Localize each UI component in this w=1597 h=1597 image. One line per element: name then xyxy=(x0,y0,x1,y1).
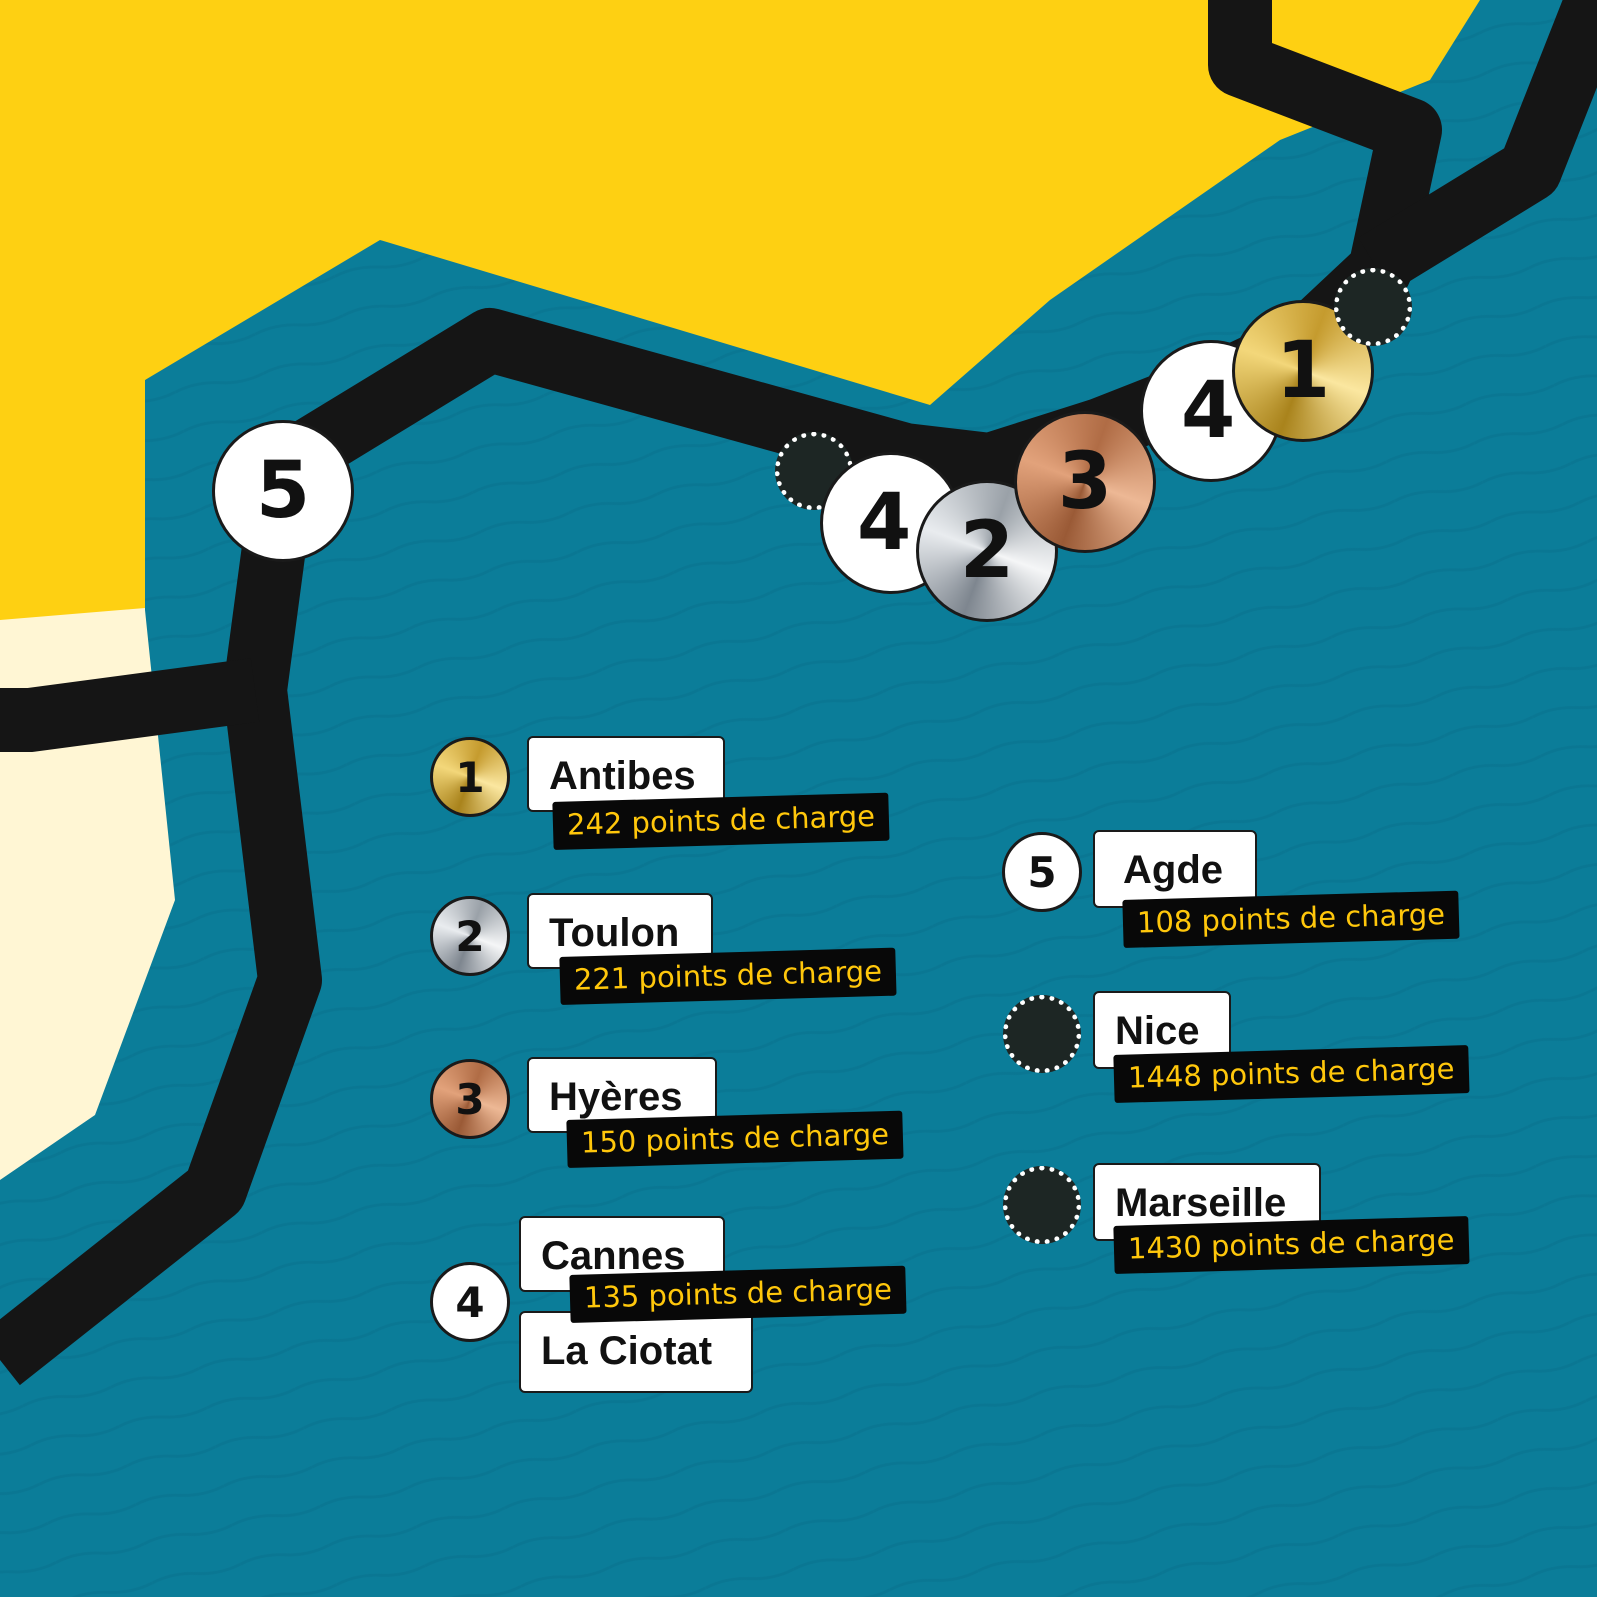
badge-rank: 5 xyxy=(1027,847,1057,897)
marker-rank: 1 xyxy=(1275,326,1331,416)
badge-rank: 2 xyxy=(455,911,485,961)
charge-count: 108 points de charge xyxy=(1122,890,1460,948)
map-marker-nice[interactable] xyxy=(1334,268,1412,346)
charge-count: 135 points de charge xyxy=(569,1265,907,1323)
badge-rank: 1 xyxy=(455,752,485,802)
marker-rank: 5 xyxy=(255,446,311,536)
legend-badge-dark xyxy=(1003,995,1081,1073)
legend-badge-silver: 2 xyxy=(430,896,510,976)
legend-badge-gold: 1 xyxy=(430,737,510,817)
marker-rank: 2 xyxy=(959,506,1015,596)
map-marker-hyeres[interactable]: 3 xyxy=(1014,411,1156,553)
legend-badge-bronze: 3 xyxy=(430,1059,510,1139)
marker-rank: 4 xyxy=(1181,366,1236,456)
charge-count: 242 points de charge xyxy=(552,792,890,850)
map-marker-agde[interactable]: 5 xyxy=(212,420,354,562)
badge-rank: 3 xyxy=(455,1074,485,1124)
legend-badge-white: 4 xyxy=(430,1262,510,1342)
border-line-main xyxy=(0,0,1442,1386)
charge-count: 150 points de charge xyxy=(566,1110,904,1168)
charge-count: 1430 points de charge xyxy=(1113,1216,1470,1274)
marker-rank: 4 xyxy=(857,478,912,568)
city-label: Agde xyxy=(1093,830,1257,908)
city-label-la-ciotat: La Ciotat xyxy=(519,1311,753,1393)
border-line-east xyxy=(1358,0,1597,293)
border-line-west xyxy=(0,658,260,752)
land-region-yellow xyxy=(0,0,1480,620)
legend-badge-dark xyxy=(1003,1166,1081,1244)
charge-count: 1448 points de charge xyxy=(1113,1045,1470,1103)
badge-rank: 4 xyxy=(455,1277,485,1327)
charge-count: 221 points de charge xyxy=(559,947,897,1005)
marker-rank: 3 xyxy=(1057,437,1113,527)
legend-badge-white: 5 xyxy=(1002,832,1082,912)
